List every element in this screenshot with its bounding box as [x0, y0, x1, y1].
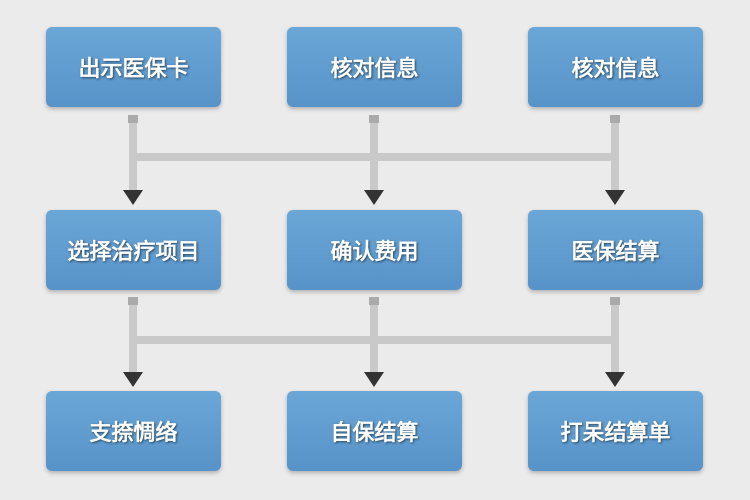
arrow-icon	[364, 372, 384, 387]
connector-row1	[129, 118, 619, 190]
step-insurance-settlement: 医保结算	[528, 210, 703, 290]
step-print-statement: 打呆结算单	[528, 391, 703, 471]
step-confirm-fee: 确认费用	[287, 210, 462, 290]
step-show-card: 出示医保卡	[46, 27, 221, 107]
arrow-icon	[123, 372, 143, 387]
step-payment: 支捺惆络	[46, 391, 221, 471]
step-verify-info-2: 核对信息	[528, 27, 703, 107]
step-verify-info-1: 核对信息	[287, 27, 462, 107]
arrow-icon	[364, 190, 384, 205]
step-self-settlement: 自保结算	[287, 391, 462, 471]
step-select-treatment: 选择治疗项目	[46, 210, 221, 290]
arrow-icon	[123, 190, 143, 205]
connector-row2	[129, 300, 619, 372]
arrow-icon	[605, 190, 625, 205]
arrow-icon	[605, 372, 625, 387]
